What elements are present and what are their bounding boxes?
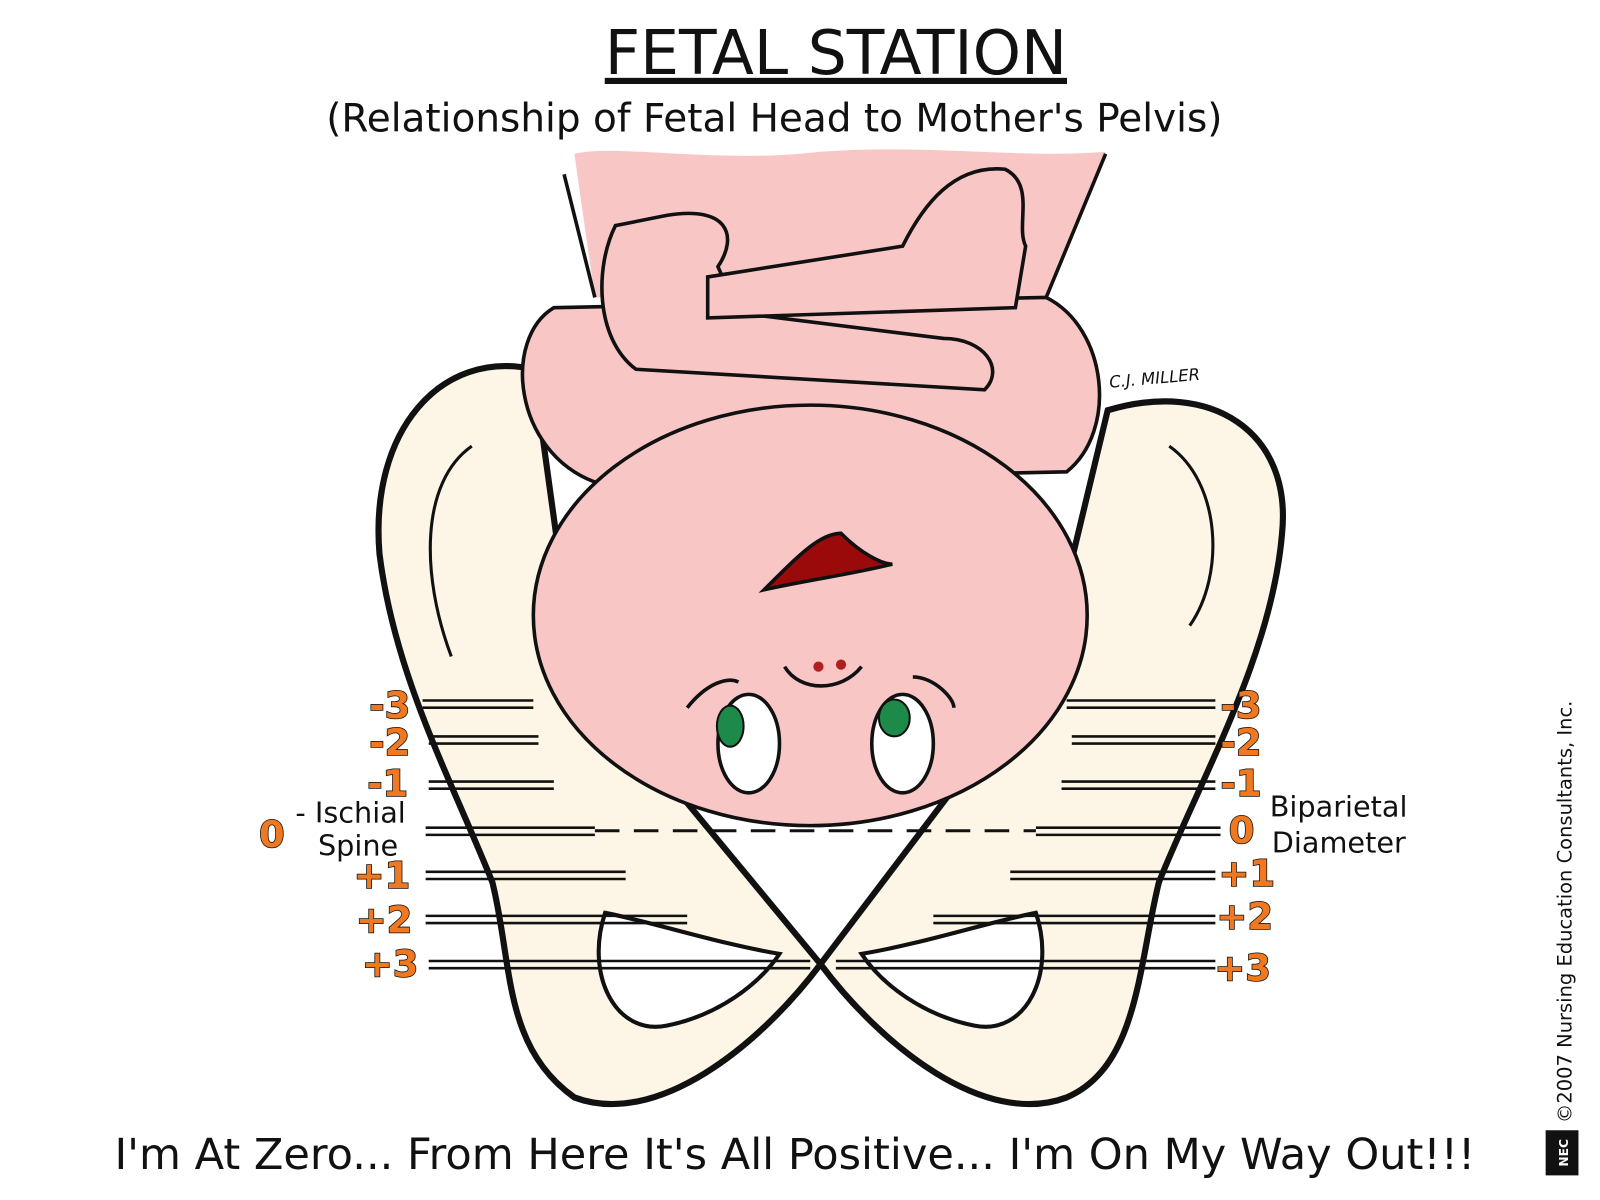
caption: I'm At Zero... From Here It's All Positi…	[114, 1130, 1475, 1180]
subtitle: (Relationship of Fetal Head to Mother's …	[326, 96, 1222, 141]
left-station-labels: -3 -2 -1 0 +1 +2 +3	[258, 683, 419, 986]
fetus	[520, 149, 1108, 828]
station-label: +2	[356, 898, 413, 941]
station-label: -1	[367, 762, 408, 805]
station-label: -1	[1221, 762, 1262, 805]
station-lines	[422, 699, 1221, 970]
svg-text:NEC: NEC	[1557, 1139, 1571, 1167]
right-station-labels: -3 -2 -1 0 +1 +2 +3	[1214, 683, 1276, 990]
mouth	[758, 531, 893, 593]
station-label: -2	[369, 721, 410, 764]
spine-label: Spine	[318, 828, 398, 862]
station-label: +3	[362, 942, 419, 985]
signature: C.J. MILLER	[1108, 365, 1200, 392]
diameter-label: Diameter	[1272, 825, 1406, 859]
nec-logo: NEC	[1545, 1130, 1579, 1176]
station-label: 0	[1229, 809, 1255, 852]
biparietal-label: Biparietal	[1270, 789, 1408, 823]
fetal-head	[531, 403, 1089, 828]
station-label: +1	[1218, 852, 1275, 895]
station-label: -3	[1221, 684, 1262, 727]
station-label: +3	[1214, 947, 1271, 990]
station-label: 0	[259, 813, 285, 856]
station-label: -3	[369, 684, 410, 727]
station-label: -2	[1221, 721, 1262, 764]
pelvis	[375, 363, 1286, 1108]
title: FETAL STATION	[605, 17, 1067, 89]
ischial-label: - Ischial	[295, 796, 405, 830]
station-label: +1	[354, 854, 411, 897]
copyright: ©2007 Nursing Education Consultants, Inc…	[1553, 701, 1576, 1123]
station-label: +2	[1216, 895, 1273, 938]
